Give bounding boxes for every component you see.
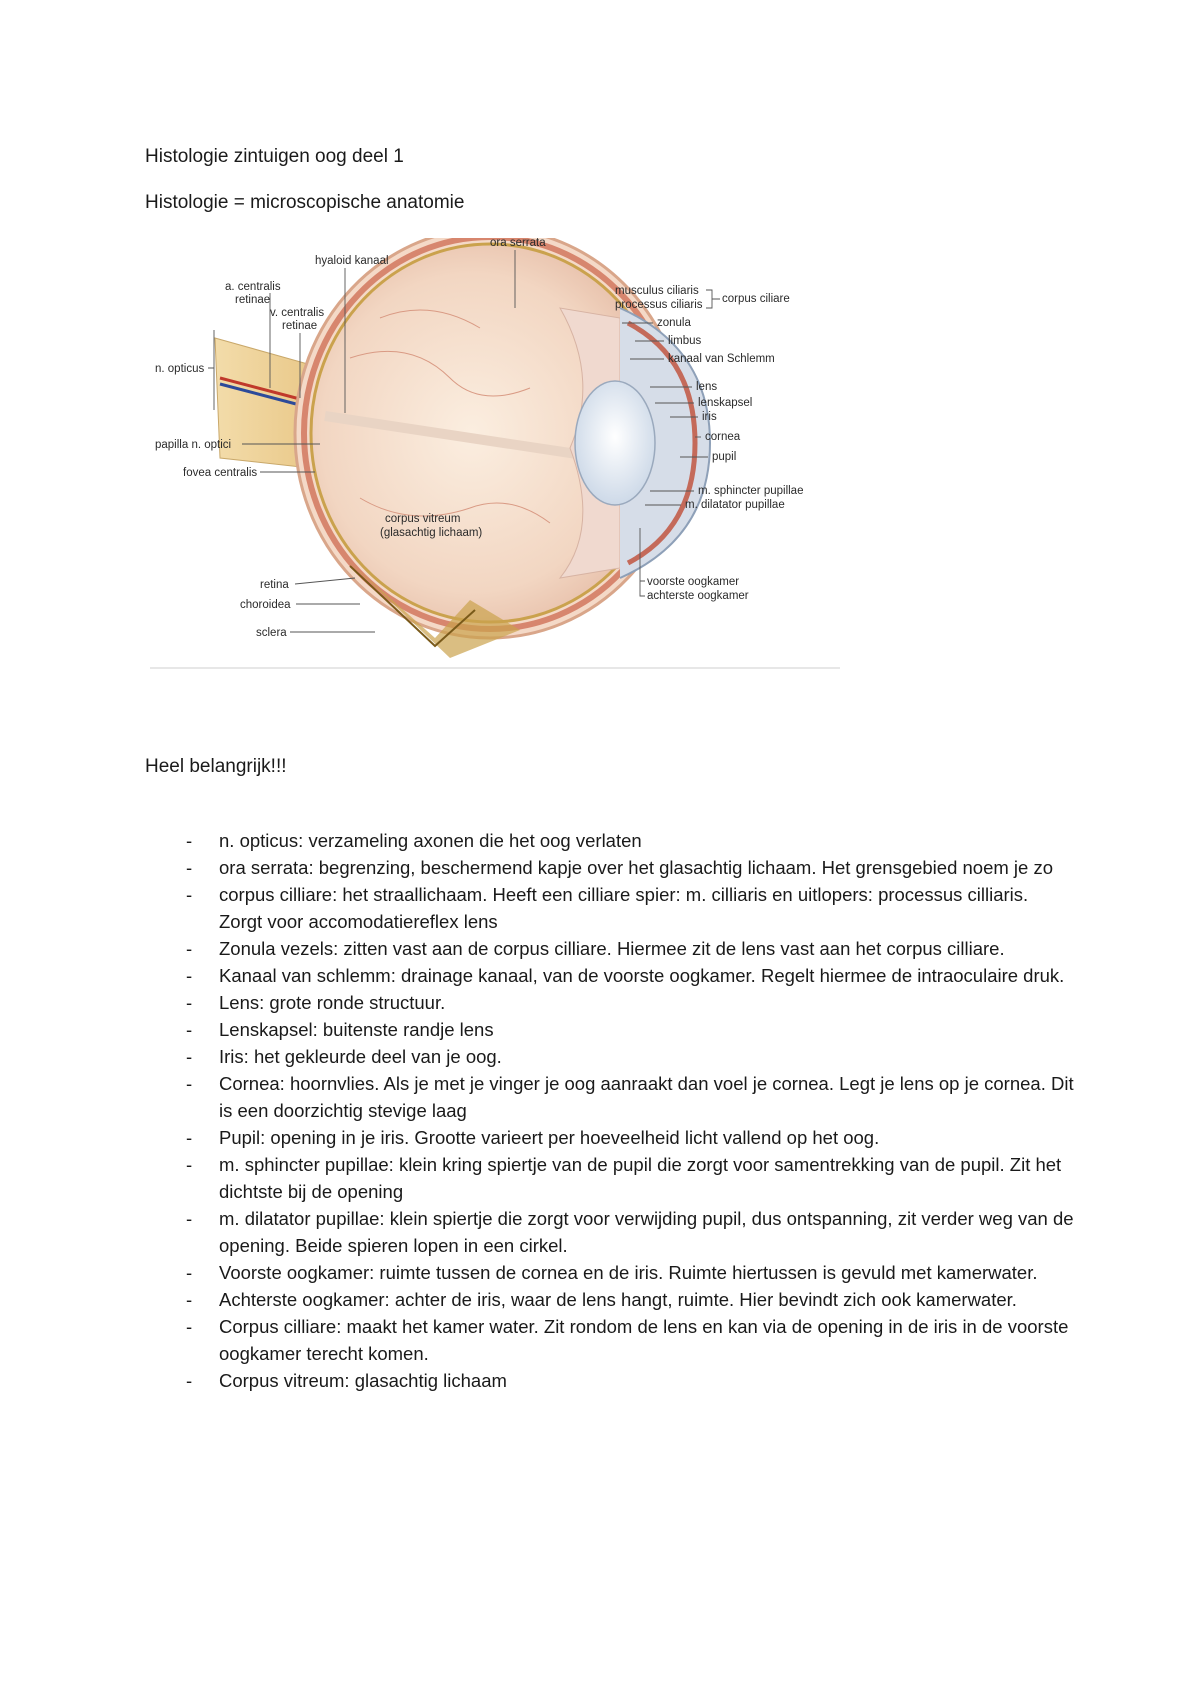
label-papilla: papilla n. optici <box>155 439 231 451</box>
eye-cross-section-illustration: ora serrata hyaloid kanaal a. centralis … <box>150 238 840 669</box>
label-limbus: limbus <box>668 335 701 347</box>
label-choroidea: choroidea <box>240 599 291 611</box>
label-hyaloid-kanaal: hyaloid kanaal <box>315 255 389 267</box>
label-corpus-vitreum-sub: (glasachtig lichaam) <box>380 527 482 539</box>
list-marker: - <box>186 1046 193 1067</box>
note-text: Iris: het gekleurde deel van je oog. <box>219 1046 502 1067</box>
notes-list: - n. opticus: verzameling axonen die het … <box>145 827 1075 1394</box>
important-heading: Heel belangrijk!!! <box>145 756 287 777</box>
note-text: Corpus vitreum: glasachtig lichaam <box>219 1370 507 1391</box>
label-a-centralis-retinae: retinae <box>235 294 270 306</box>
list-item: - Pupil: opening in je iris. Grootte vari… <box>145 1124 1075 1151</box>
note-text: Voorste oogkamer: ruimte tussen de corne… <box>219 1262 1038 1283</box>
list-marker: - <box>186 1208 193 1229</box>
list-item: - Lens: grote ronde structuur. <box>145 989 1075 1016</box>
label-corpus-vitreum: corpus vitreum <box>385 513 460 525</box>
list-item: - corpus cilliare: het straallichaam. Hee… <box>145 881 1075 935</box>
note-text: Kanaal van schlemm: drainage kanaal, van… <box>219 965 1065 986</box>
list-item: - Iris: het gekleurde deel van je oog. <box>145 1043 1075 1070</box>
label-processus-ciliaris: processus ciliaris <box>615 299 703 311</box>
label-lenskapsel: lenskapsel <box>698 397 752 409</box>
list-item: - ora serrata: begrenzing, beschermend ka… <box>145 854 1075 881</box>
label-achterste-oogkamer: achterste oogkamer <box>647 590 749 602</box>
list-marker: - <box>186 938 193 959</box>
note-text: ora serrata: begrenzing, beschermend kap… <box>219 857 1054 878</box>
list-marker: - <box>186 992 193 1013</box>
label-iris: iris <box>702 411 717 423</box>
label-voorste-oogkamer: voorste oogkamer <box>647 576 739 588</box>
list-item: - Achterste oogkamer: achter de iris, waa… <box>145 1286 1075 1313</box>
label-lens: lens <box>696 381 717 393</box>
list-item: - n. opticus: verzameling axonen die het … <box>145 827 1075 854</box>
document-title: Histologie zintuigen oog deel 1 <box>145 146 404 167</box>
label-kanaal-van-schlemm: kanaal van Schlemm <box>668 353 775 365</box>
eye-anatomy-figure: ora serrata hyaloid kanaal a. centralis … <box>150 238 930 736</box>
list-item: - Corpus cilliare: maakt het kamer water.… <box>145 1313 1075 1367</box>
label-retina: retina <box>260 579 289 591</box>
label-cornea: cornea <box>705 431 741 443</box>
note-text: Cornea: hoornvlies. Als je met je vinger… <box>219 1073 1074 1121</box>
note-text: Lenskapsel: buitenste randje lens <box>219 1019 494 1040</box>
note-text: n. opticus: verzameling axonen die het o… <box>219 830 642 851</box>
list-marker: - <box>186 884 193 905</box>
label-sclera: sclera <box>256 627 287 639</box>
note-text: Corpus cilliare: maakt het kamer water. … <box>219 1316 1069 1364</box>
note-text: Pupil: opening in je iris. Grootte varie… <box>219 1127 880 1148</box>
label-corpus-ciliare: corpus ciliare <box>722 293 790 305</box>
list-marker: - <box>186 1073 193 1094</box>
list-marker: - <box>186 830 193 851</box>
label-m-dilatator-pupillae: m. dilatator pupillae <box>685 499 785 511</box>
list-item: - Lenskapsel: buitenste randje lens <box>145 1016 1075 1043</box>
label-m-sphincter-pupillae: m. sphincter pupillae <box>698 485 803 497</box>
list-marker: - <box>186 1316 193 1337</box>
list-item: - m. dilatator pupillae: klein spiertje d… <box>145 1205 1075 1259</box>
list-marker: - <box>186 857 193 878</box>
list-item: - Kanaal van schlemm: drainage kanaal, va… <box>145 962 1075 989</box>
list-marker: - <box>186 1370 193 1391</box>
label-v-centralis: v. centralis <box>270 307 324 319</box>
note-text: corpus cilliare: het straallichaam. Heef… <box>219 884 1029 932</box>
note-text: Zonula vezels: zitten vast aan de corpus… <box>219 938 1005 959</box>
label-a-centralis: a. centralis <box>225 281 281 293</box>
label-v-centralis-retinae: retinae <box>282 320 317 332</box>
list-marker: - <box>186 965 193 986</box>
label-n-opticus: n. opticus <box>155 363 204 375</box>
note-text: m. dilatator pupillae: klein spiertje di… <box>219 1208 1074 1256</box>
label-fovea: fovea centralis <box>183 467 257 479</box>
list-item: - Voorste oogkamer: ruimte tussen de corn… <box>145 1259 1075 1286</box>
list-item: - Cornea: hoornvlies. Als je met je vinge… <box>145 1070 1075 1124</box>
note-text: Lens: grote ronde structuur. <box>219 992 446 1013</box>
list-marker: - <box>186 1127 193 1148</box>
note-text: m. sphincter pupillae: klein kring spier… <box>219 1154 1062 1202</box>
list-item: - Corpus vitreum: glasachtig lichaam <box>145 1367 1075 1394</box>
document-subtitle: Histologie = microscopische anatomie <box>145 192 465 213</box>
list-marker: - <box>186 1289 193 1310</box>
list-item: - m. sphincter pupillae: klein kring spie… <box>145 1151 1075 1205</box>
label-ora-serrata: ora serrata <box>490 238 546 249</box>
label-pupil: pupil <box>712 451 736 463</box>
note-text: Achterste oogkamer: achter de iris, waar… <box>219 1289 1017 1310</box>
label-zonula: zonula <box>657 317 691 329</box>
list-marker: - <box>186 1154 193 1175</box>
list-item: - Zonula vezels: zitten vast aan de corpu… <box>145 935 1075 962</box>
list-marker: - <box>186 1262 193 1283</box>
list-marker: - <box>186 1019 193 1040</box>
label-musculus-ciliaris: musculus ciliaris <box>615 285 699 297</box>
